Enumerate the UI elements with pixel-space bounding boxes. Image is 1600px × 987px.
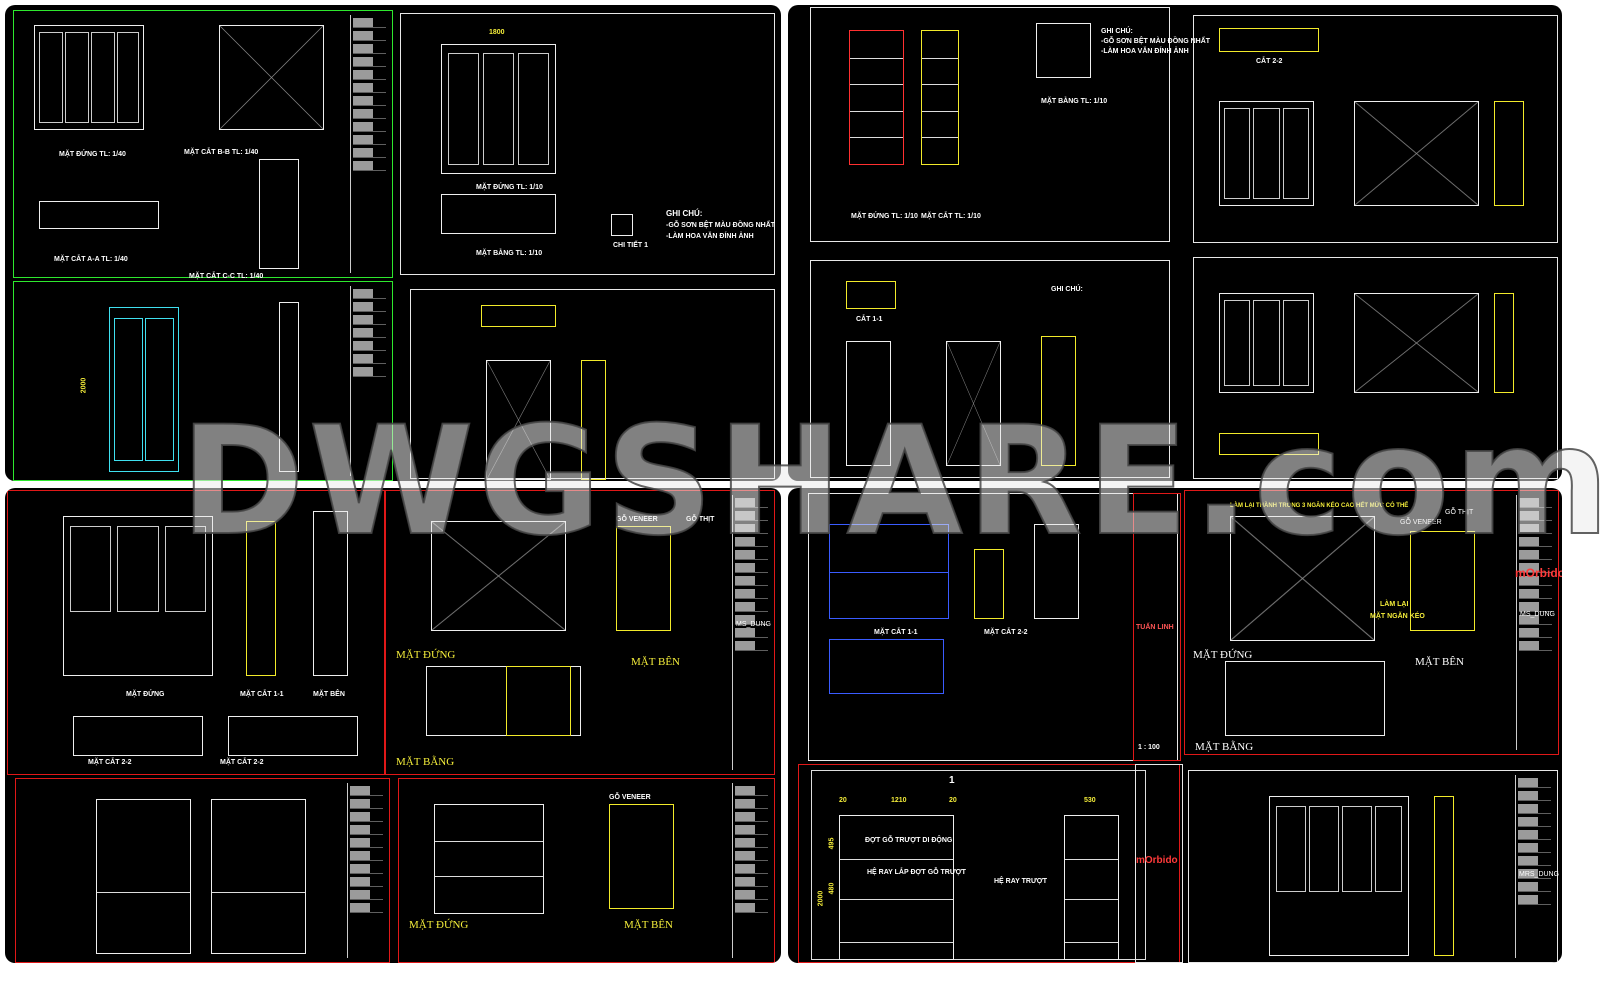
brand-logo: mOrbido bbox=[1515, 566, 1562, 580]
dimension: 495 bbox=[828, 837, 836, 850]
sheet-dresser-revision: LÀM LẠI THÀNH TRONG 3 NGĂN KÉO CAO HẾT M… bbox=[1184, 490, 1562, 755]
label: MẶT CẮT TL: 1/10 bbox=[921, 213, 981, 220]
dimension: 1800 bbox=[489, 29, 505, 36]
label: MẶT ĐỨNG bbox=[126, 691, 165, 698]
label: MẶT ĐỨNG bbox=[396, 649, 456, 661]
label: MS_DUNG bbox=[1520, 611, 1556, 618]
label: GỖ VENEER bbox=[616, 516, 658, 523]
label: MẶT CẮT B-B TL: 1/40 bbox=[184, 149, 259, 156]
label: MẶT CẮT 2-2 bbox=[88, 759, 132, 766]
label: MẶT CẮT 1-1 bbox=[874, 629, 918, 636]
sheet-dresser: GỖ VENEER GỖ THỊT MẶT ĐỨNG MẶT BÊN MẶT B… bbox=[385, 490, 775, 775]
label: MẶT BÊN bbox=[1415, 656, 1464, 668]
label: MẶT ĐỨNG TL: 1/10 bbox=[851, 213, 918, 220]
note: -GỖ SƠN BỆT MÀU ĐỒNG NHẤT bbox=[666, 222, 776, 229]
label: 1 : 100 bbox=[1138, 744, 1160, 751]
label: MẶT ĐỨNG TL: 1/40 bbox=[59, 151, 126, 158]
title-block-strip: TUẤN LINH 1 : 100 bbox=[1133, 493, 1181, 761]
label: HỆ RAY TRƯỢT bbox=[994, 878, 1048, 885]
drawing-panel-top-right: MẶT ĐỨNG TL: 1/10 MẶT CẮT TL: 1/10 MẶT B… bbox=[788, 5, 1562, 481]
dimension: 1210 bbox=[891, 797, 907, 804]
section-bb bbox=[219, 25, 324, 130]
label: MẶT BÊN bbox=[313, 691, 345, 698]
label: GỖ THỊT bbox=[1445, 509, 1474, 516]
drawing-panel-bottom-left: MẶT ĐỨNG MẶT CẮT 1-1 MẶT BÊN MẶT CẮT 2-2… bbox=[5, 488, 781, 963]
dimension: 20 bbox=[949, 797, 957, 804]
label: HỆ RAY LẮP ĐỢT GỖ TRƯỢT bbox=[867, 869, 966, 876]
label: CẮT 1-1 bbox=[856, 316, 883, 323]
dimension: 20 bbox=[839, 797, 847, 804]
drawing-panel-top-left: MẶT ĐỨNG TL: 1/40 MẶT CẮT B-B TL: 1/40 M… bbox=[5, 5, 781, 481]
label: MẶT ĐỨNG bbox=[1193, 649, 1253, 661]
sheet-classic-wardrobe: 1800 MẶT ĐỨNG TL: 1/10 MẶT BẰNG TL: 1/10… bbox=[400, 13, 775, 275]
sheet-cabinet-details: CẮT 1-1 GHI CHÚ: bbox=[810, 260, 1170, 478]
sheet-wardrobe-sections: MẶT ĐỨNG TL: 1/40 MẶT CẮT B-B TL: 1/40 M… bbox=[13, 10, 393, 280]
label: MẶT BÊN bbox=[631, 656, 680, 668]
label: MẶT CẮT 1-1 bbox=[240, 691, 284, 698]
drawing-panel-bottom-right: MẶT CẮT 1-1 MẶT CẮT 2-2 TUẤN LINH 1 : 10… bbox=[788, 488, 1562, 963]
dimension: 2000 bbox=[80, 377, 88, 394]
sheet-glass-cabinet: MẶT ĐỨNG MẶT CẮT 1-1 MẶT BÊN MẶT CẮT 2-2… bbox=[7, 490, 385, 775]
dimension: 530 bbox=[1084, 797, 1096, 804]
label: MẶT CẮT C-C TL: 1/40 bbox=[189, 273, 264, 280]
sheet-drawer-cabinet: MẶT ĐỨNG TL: 1/10 MẶT CẮT TL: 1/10 MẶT B… bbox=[810, 7, 1210, 242]
label: ĐỢT GỖ TRƯỢT DI ĐỘNG bbox=[865, 837, 953, 844]
label: MẶT BẰNG TL: 1/10 bbox=[476, 250, 543, 257]
label: GỖ THỊT bbox=[686, 516, 715, 523]
section-marker: 1 bbox=[949, 775, 955, 786]
label: LÀM LẠI bbox=[1380, 601, 1409, 608]
sheet-cabinet-glass: 2000 bbox=[13, 281, 393, 481]
sheet-sliding-shelf: 1 20 1210 20 530 2000 495 480 ĐỢT GỖ TRƯ… bbox=[798, 764, 1180, 963]
label: MRS_DUNG bbox=[1519, 871, 1560, 878]
note: -LÀM HOA VĂN ĐÍNH ẢNH bbox=[666, 233, 754, 240]
dimension: 2000 bbox=[817, 890, 825, 907]
label: MẶT CẮT 2-2 bbox=[220, 759, 264, 766]
label: MẶT NGĂN KÉO bbox=[1370, 613, 1425, 620]
sheet-dresser-2: GỖ VENEER MẶT ĐỨNG MẶT BÊN bbox=[398, 778, 775, 963]
label: MẶT BẰNG bbox=[396, 756, 455, 768]
label: CHI TIẾT 1 bbox=[613, 242, 649, 249]
label: MẶT BẰNG bbox=[1195, 741, 1254, 753]
sheet-glass-cabinet-2: MRS_DUNG bbox=[1188, 770, 1560, 963]
label: MS_DUNG bbox=[736, 621, 772, 628]
label: CẮT 2-2 bbox=[1256, 58, 1283, 65]
label: MẶT ĐỨNG bbox=[409, 919, 469, 931]
brand-logo: mOrbido bbox=[1136, 855, 1178, 866]
note: -LÀM HOA VĂN ĐÍNH ẢNH bbox=[1101, 48, 1189, 55]
sheet-shelving bbox=[410, 289, 775, 480]
sheet-blue-wardrobe: MẶT CẮT 1-1 MẶT CẮT 2-2 bbox=[808, 493, 1178, 761]
sheet-closet bbox=[15, 778, 390, 963]
label: MẶT CẮT 2-2 bbox=[984, 629, 1028, 636]
label: MẶT BÊN bbox=[624, 919, 673, 931]
label: MẶT CẮT A-A TL: 1/40 bbox=[54, 256, 128, 263]
label: GỖ VENEER bbox=[609, 794, 651, 801]
dimension: 480 bbox=[828, 882, 836, 895]
title-block-strip-2: mOrbido bbox=[1135, 764, 1183, 963]
notes-title: GHI CHÚ: bbox=[1051, 286, 1083, 293]
notes-title: GHI CHÚ: bbox=[1101, 28, 1133, 35]
label: TUẤN LINH bbox=[1136, 624, 1174, 631]
sheet-wardrobe-plans-2 bbox=[1193, 257, 1558, 479]
sheet-wardrobe-plans: CẮT 2-2 bbox=[1193, 15, 1558, 243]
wardrobe-elevation bbox=[34, 25, 144, 130]
label: GỖ VENEER bbox=[1400, 519, 1442, 526]
note: -GỖ SƠN BỆT MÀU ĐỒNG NHẤT bbox=[1101, 38, 1211, 45]
label: LÀM LẠI THÀNH TRONG 3 NGĂN KÉO CAO HẾT M… bbox=[1230, 503, 1409, 509]
notes-title: GHI CHÚ: bbox=[666, 209, 703, 218]
label: MẶT BẰNG TL: 1/10 bbox=[1041, 98, 1108, 105]
label: MẶT ĐỨNG TL: 1/10 bbox=[476, 184, 543, 191]
